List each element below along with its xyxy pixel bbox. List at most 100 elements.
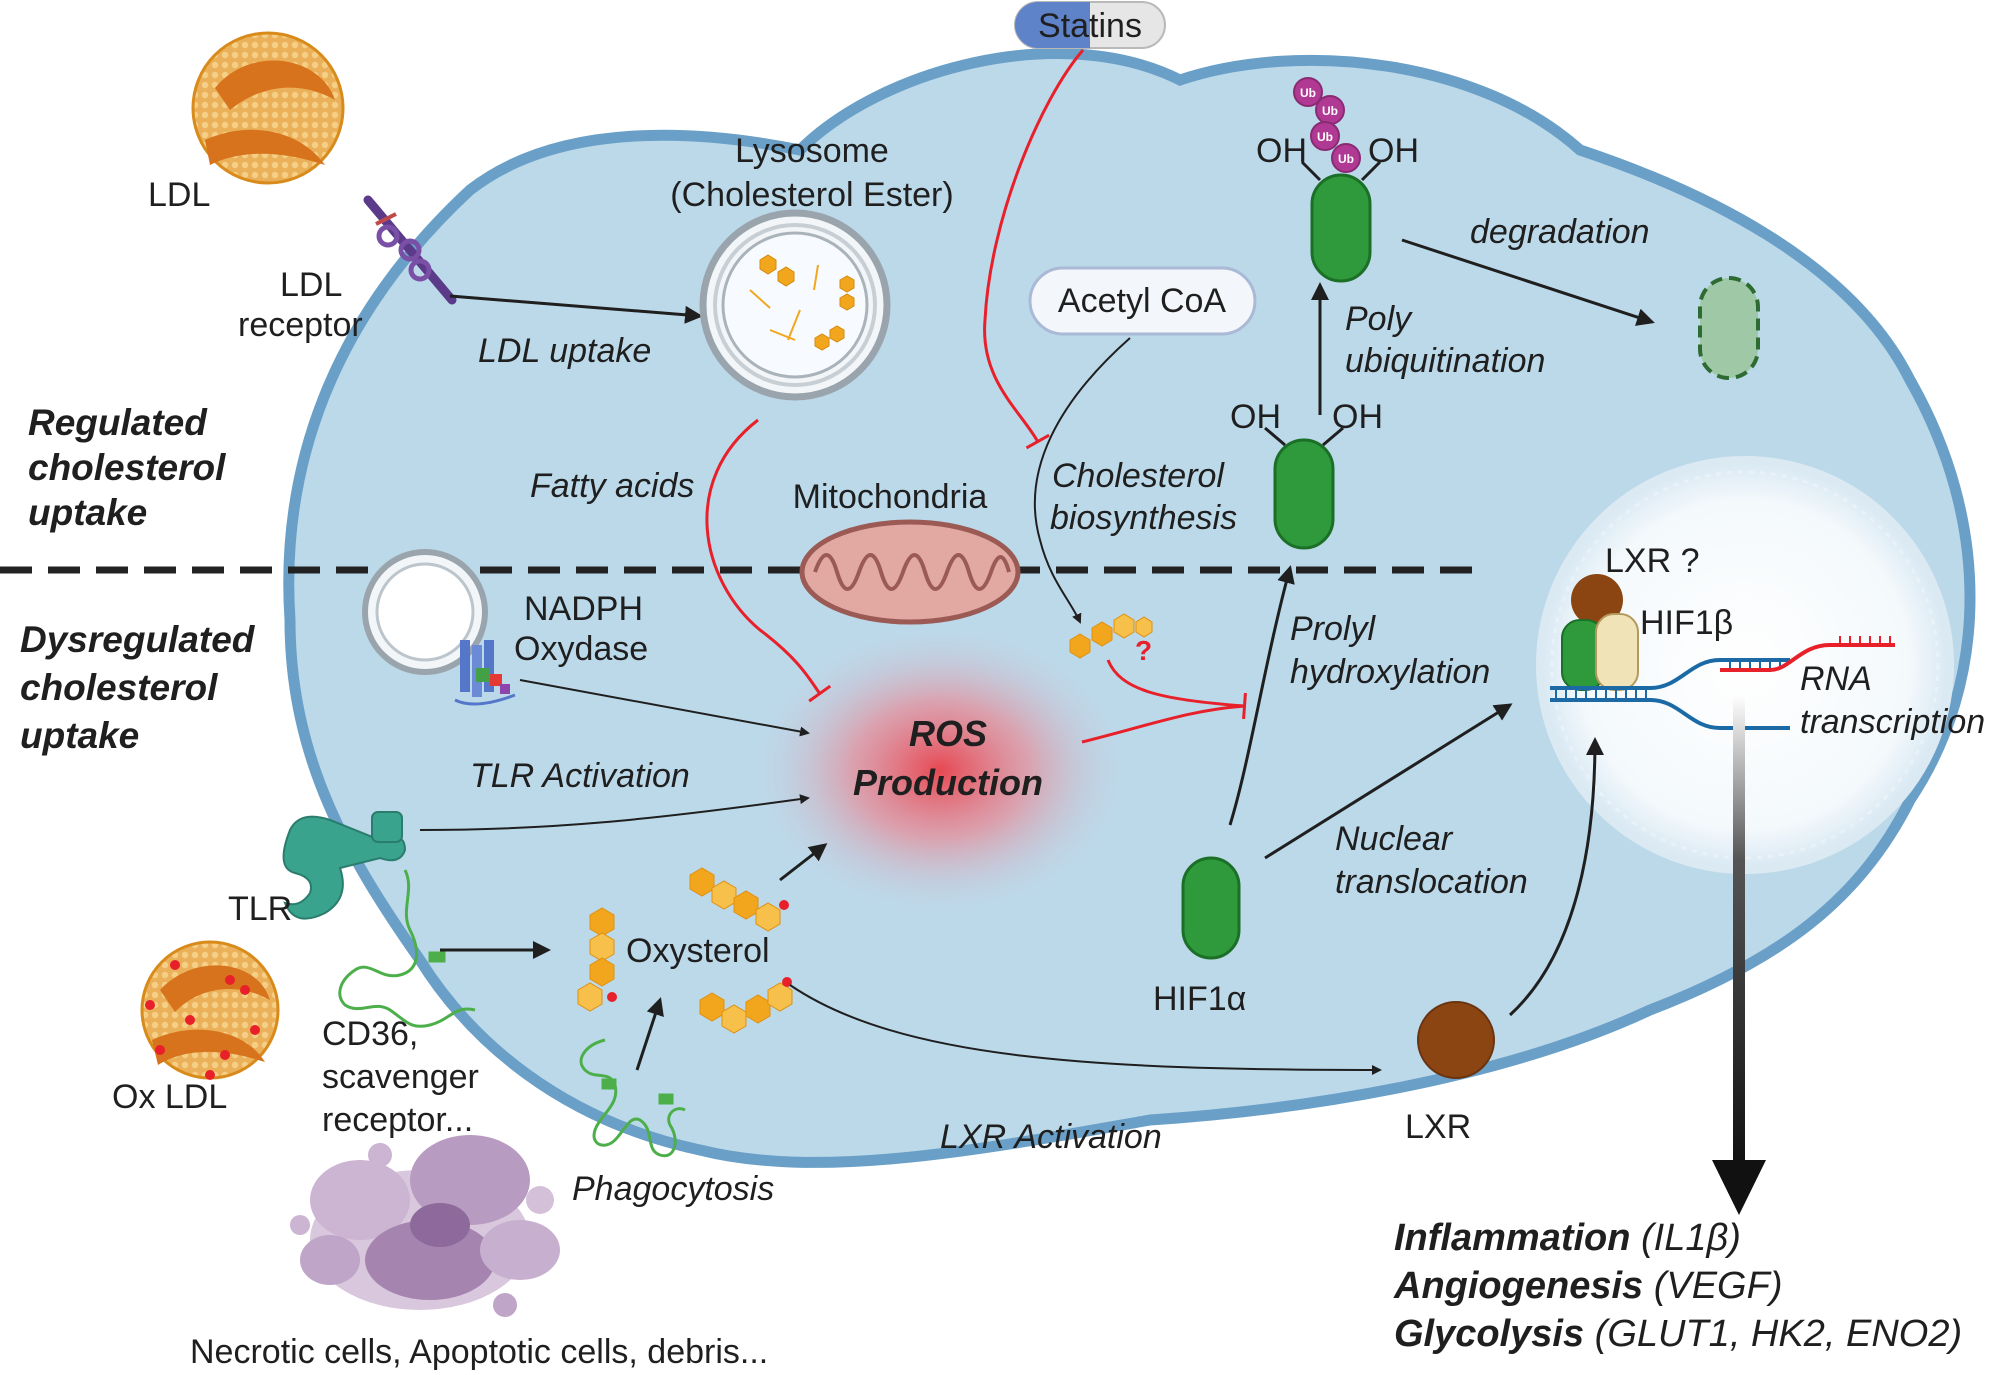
ub-label-1: Ub (1300, 86, 1316, 100)
cholesterol-biosynthesis-arrow (1033, 337, 1131, 624)
dna-icon (1550, 658, 1790, 730)
oh-top-right: OH (1368, 132, 1419, 170)
oh-bond-left (1264, 426, 1286, 447)
prolyl-label-1: Prolyl (1290, 610, 1376, 648)
acetyl-coa-label: Acetyl CoA (1058, 282, 1226, 320)
phagocytosis-receptor-icon (579, 1038, 686, 1158)
ldl-uptake-label: LDL uptake (478, 332, 651, 370)
nadph-label-1: NADPH (524, 590, 643, 628)
regulated-label-1: Regulated (28, 402, 208, 443)
lxr-label: LXR (1405, 1108, 1471, 1146)
phagocytosis-arrow (635, 997, 664, 1071)
ros-label-2: Production (853, 762, 1043, 803)
lysosome-icon (699, 209, 891, 401)
outcome-angiogenesis-term: Angiogenesis (1393, 1265, 1643, 1307)
ros-glow (745, 620, 1135, 920)
rna-label-2: transcription (1800, 703, 1985, 741)
cd36-label-3: receptor... (322, 1101, 473, 1139)
ox-ldl-particle-icon (140, 940, 280, 1080)
nuclear-label-2: translocation (1335, 863, 1528, 901)
acetyl-coa-box (1028, 266, 1257, 336)
nuclear-label-1: Nuclear (1335, 820, 1454, 858)
lxr-activation-arrow (789, 984, 1382, 1075)
hif1b-nuclear-icon (1595, 613, 1639, 691)
prolyl-label-2: hydroxylation (1290, 653, 1490, 691)
chol-bio-label-1: Cholesterol (1052, 457, 1225, 495)
oh-top-left: OH (1256, 132, 1307, 170)
cd36-receptor-icon (338, 869, 476, 1028)
tlr-icon (282, 811, 407, 920)
ldl-receptor-icon (363, 195, 457, 305)
oxidation-dots (607, 900, 792, 1002)
nadph-to-ros-arrow (519, 679, 810, 737)
cd36-label-1: CD36, (322, 1015, 418, 1053)
nuclear-translocation-arrow (1264, 703, 1513, 860)
necrotic-label: Necrotic cells, Apoptotic cells, debris.… (190, 1333, 768, 1371)
hif1a-icon (1181, 856, 1241, 960)
ox-ldl-label: Ox LDL (112, 1078, 227, 1116)
phagocytosis-label: Phagocytosis (572, 1170, 774, 1208)
tlr-label: TLR (228, 890, 292, 928)
dysregulated-label-1: Dysregulated (20, 619, 256, 660)
cd36-label-2: scavenger (322, 1058, 479, 1096)
outcome-angiogenesis: Angiogenesis (VEGF) (1393, 1265, 1782, 1307)
output-arrow-shaft (1733, 695, 1745, 1165)
ldl-receptor-label-1: LDL (280, 266, 342, 304)
statins-pill: Statins (1014, 1, 1166, 49)
mitochondria-label: Mitochondria (793, 478, 988, 516)
fatty-acids-inhibition (705, 418, 832, 703)
degradation-arrow (1401, 238, 1655, 326)
ldl-label: LDL (148, 176, 210, 214)
rna-strand-icon (1720, 636, 1895, 672)
lxr-activation-label: LXR Activation (940, 1118, 1162, 1156)
ros-label-1: ROS (909, 713, 987, 754)
hif1a-ubiquitinated-icon (1310, 173, 1372, 283)
ldl-particle-icon (191, 31, 345, 185)
question-mark-label: ? (1135, 635, 1152, 666)
hif1a-hydroxylated-icon (1273, 438, 1335, 550)
tlr-activation-label: TLR Activation (470, 757, 690, 795)
output-arrow-head (1712, 1160, 1766, 1215)
lysosome-label-1: Lysosome (735, 132, 889, 170)
oxysterol-molecules-icon (577, 867, 793, 1034)
degradation-label: degradation (1470, 213, 1650, 251)
regulated-label-3: uptake (28, 492, 147, 533)
oxysterol-label: Oxysterol (626, 932, 770, 970)
ros-inhibition (1081, 704, 1246, 744)
cholesterol-inhibition (1106, 659, 1247, 720)
poly-label-2: ubiquitination (1345, 342, 1545, 380)
mitochondria-icon (799, 519, 1021, 625)
cholesterol-molecule-icon (1069, 613, 1153, 659)
oh-mid-right: OH (1332, 398, 1383, 436)
outcome-glycolysis-genes: (GLUT1, HK2, ENO2) (1584, 1313, 1962, 1355)
chol-bio-label-2: biosynthesis (1050, 499, 1237, 537)
hif1a-label: HIF1α (1153, 980, 1246, 1018)
lxr-question-label: LXR ? (1605, 542, 1700, 580)
degraded-protein-icon (1698, 276, 1760, 380)
ub-label-2: Ub (1322, 104, 1338, 118)
poly-label-1: Poly (1345, 300, 1413, 338)
ub-label-3: Ub (1317, 130, 1333, 144)
outcome-inflammation-genes: (IL1β) (1630, 1217, 1740, 1259)
oh-bond-top-left (1300, 160, 1322, 182)
nadph-label-2: Oxydase (514, 630, 648, 668)
outcome-inflammation-term: Inflammation (1394, 1217, 1630, 1259)
dysregulated-label-3: uptake (20, 715, 139, 756)
cell-debris-icon (290, 1135, 560, 1317)
outcome-glycolysis-term: Glycolysis (1394, 1313, 1584, 1355)
statins-inhibition (983, 49, 1085, 450)
lxr-icon (1417, 1001, 1495, 1079)
oh-bond-top-right (1360, 160, 1382, 182)
tlr-to-ros-arrow (419, 794, 810, 831)
lxr-nuclear-icon (1571, 574, 1623, 626)
ubiquitin-chain-icon: Ub Ub Ub Ub (1293, 77, 1361, 173)
dysregulated-label-2: cholesterol (20, 667, 218, 708)
oh-bond-right (1322, 426, 1344, 447)
hif1b-label: HIF1β (1640, 604, 1733, 642)
ldl-uptake-arrow (449, 294, 703, 324)
rna-label-1: RNA (1800, 660, 1872, 698)
oh-mid-left: OH (1230, 398, 1281, 436)
fatty-acids-label: Fatty acids (530, 467, 694, 505)
outcome-inflammation: Inflammation (IL1β) (1394, 1217, 1741, 1259)
